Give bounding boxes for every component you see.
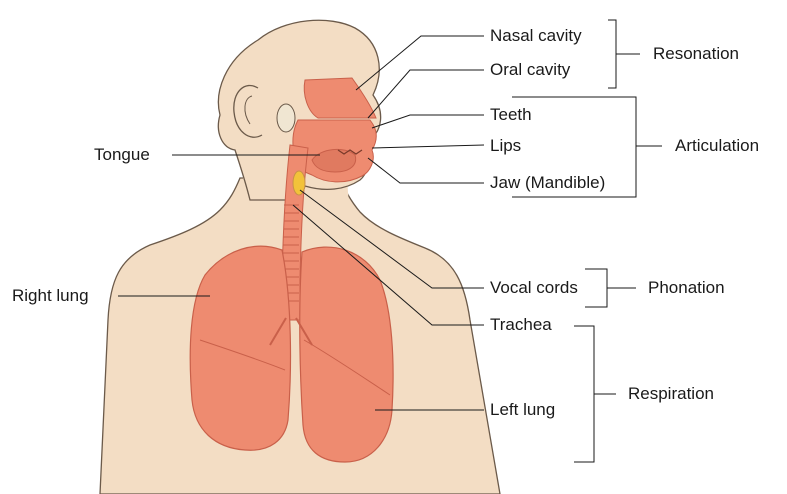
label-right-lung: Right lung bbox=[12, 286, 89, 306]
label-left-lung: Left lung bbox=[490, 400, 555, 420]
group-label-phonation: Phonation bbox=[648, 278, 725, 298]
label-tongue: Tongue bbox=[94, 145, 150, 165]
group-label-respiration: Respiration bbox=[628, 384, 714, 404]
label-nasal-cavity: Nasal cavity bbox=[490, 26, 582, 46]
right-lung bbox=[190, 246, 290, 450]
label-vocal-cords: Vocal cords bbox=[490, 278, 578, 298]
group-label-articulation: Articulation bbox=[675, 136, 759, 156]
group-label-resonation: Resonation bbox=[653, 44, 739, 64]
label-trachea: Trachea bbox=[490, 315, 552, 335]
label-oral-cavity: Oral cavity bbox=[490, 60, 570, 80]
vocal-cords bbox=[293, 171, 305, 195]
mastoid-bone bbox=[277, 104, 295, 132]
label-jaw: Jaw (Mandible) bbox=[490, 173, 605, 193]
label-teeth: Teeth bbox=[490, 105, 532, 125]
label-lips: Lips bbox=[490, 136, 521, 156]
